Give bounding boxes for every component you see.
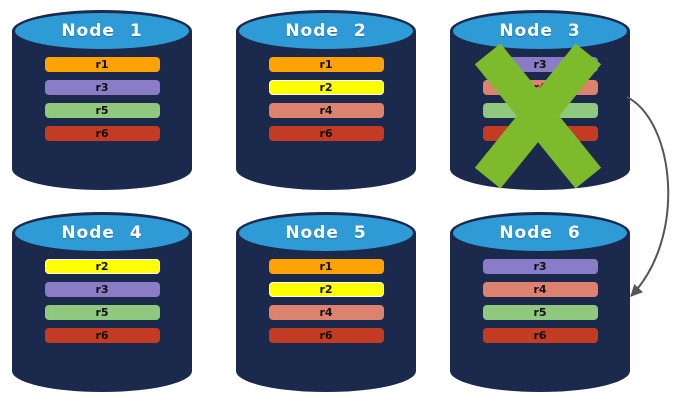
cylinder-body: [450, 233, 630, 371]
replica-bar: r4: [482, 282, 598, 297]
cylinder-top: Node 3: [450, 10, 630, 52]
cylinder-top: Node 6: [450, 212, 630, 254]
replica-bar: r6: [44, 328, 160, 343]
cylinder-top: Node 2: [236, 10, 416, 52]
node-title: Node 5: [285, 223, 367, 243]
cylinder-bottom: [12, 350, 192, 392]
failure-x-icon: [474, 43, 602, 189]
replica-bar: r2: [268, 80, 384, 95]
replica-bar: r3: [482, 259, 598, 274]
replica-list: r1 r2 r4 r6: [236, 259, 416, 351]
replica-bar: r5: [44, 305, 160, 320]
node-title: Node 6: [499, 223, 581, 243]
node-title: Node 1: [61, 21, 143, 41]
cylinder-bottom: [236, 350, 416, 392]
replica-bar: r5: [44, 103, 160, 118]
db-node: Node 5 r1 r2 r4 r6: [236, 212, 416, 392]
db-node: Node 2 r1 r2 r4 r6: [236, 10, 416, 190]
replica-bar: r6: [268, 126, 384, 141]
cylinder-body: [12, 31, 192, 169]
db-node: Node 1 r1 r3 r5 r6: [12, 10, 192, 190]
replica-list: r1 r2 r4 r6: [236, 57, 416, 149]
replica-bar: r1: [44, 57, 160, 72]
replica-bar: r1: [268, 57, 384, 72]
db-node: Node 4 r2 r3 r5 r6: [12, 212, 192, 392]
replica-bar: r2: [44, 259, 160, 274]
arrow-curve: [626, 96, 670, 297]
cylinder-bottom: [12, 148, 192, 190]
replica-bar: r3: [44, 80, 160, 95]
cylinder-top: Node 4: [12, 212, 192, 254]
cylinder-body: [236, 233, 416, 371]
replica-list: r2 r3 r5 r6: [12, 259, 192, 351]
db-node: Node 6 r3 r4 r5 r6: [450, 212, 630, 392]
replica-bar: r3: [44, 282, 160, 297]
node-title: Node 3: [499, 21, 581, 41]
cylinder-bottom: [450, 350, 630, 392]
replica-bar: r6: [44, 126, 160, 141]
replica-bar: r5: [482, 305, 598, 320]
replica-bar: r4: [268, 305, 384, 320]
replica-bar: r2: [268, 282, 384, 297]
replica-list: r1 r3 r5 r6: [12, 57, 192, 149]
replica-bar: r6: [268, 328, 384, 343]
cylinder-top: Node 1: [12, 10, 192, 52]
cylinder-top: Node 5: [236, 212, 416, 254]
replica-bar: r4: [268, 103, 384, 118]
cylinder-body: [12, 233, 192, 371]
node-title: Node 4: [61, 223, 143, 243]
replica-bar: r6: [482, 328, 598, 343]
cylinder-bottom: [236, 148, 416, 190]
cylinder-body: [236, 31, 416, 169]
replica-list: r3 r4 r5 r6: [450, 259, 630, 351]
node-title: Node 2: [285, 21, 367, 41]
replica-bar: r1: [268, 259, 384, 274]
